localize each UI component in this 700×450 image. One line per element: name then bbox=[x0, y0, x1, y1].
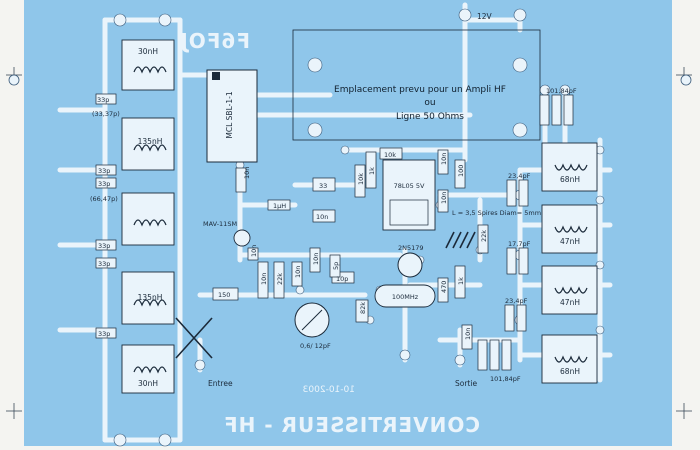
smd-label-11: 10k bbox=[357, 173, 365, 185]
smd-label-19: 1k bbox=[457, 277, 465, 285]
smd-label-3: 33 bbox=[319, 182, 327, 190]
output-label: Sortie bbox=[455, 379, 477, 388]
smd-label-8: 10n bbox=[294, 266, 302, 278]
right-cap-4-label: 23,4pF bbox=[505, 297, 528, 305]
left-inductor-2-label: 135nH bbox=[138, 137, 163, 146]
smd-label-14: 10n bbox=[440, 153, 448, 165]
smd-label-13: 10k bbox=[384, 151, 396, 159]
left-cap-5-label: 33p bbox=[98, 260, 110, 268]
right-inductor-1-label: 68nH bbox=[560, 175, 580, 184]
left-cap-1-value-label: (33,37p) bbox=[92, 110, 120, 118]
left-coil-windings bbox=[133, 66, 167, 374]
right-cap-2-label: 23,4pF bbox=[508, 172, 531, 180]
smd-label-7: 22k bbox=[276, 273, 284, 285]
mixer-package bbox=[206, 69, 258, 163]
mmic-package bbox=[233, 229, 251, 247]
mounting-holes bbox=[8, 74, 692, 86]
trimmer-label: 0,6/ 12pF bbox=[300, 342, 331, 350]
smd-label-21: 10n bbox=[464, 328, 472, 340]
left-inductor-1-label: 30nH bbox=[138, 47, 158, 56]
right-inductor-2-label: 47nH bbox=[560, 237, 580, 246]
left-cap-1-label: 33p bbox=[97, 96, 109, 104]
amplifier-area-line3: Ligne 50 Ohms bbox=[396, 112, 464, 122]
transistor-label: 2N5179 bbox=[398, 244, 424, 252]
supply-label: 12V bbox=[477, 12, 493, 21]
smd-label-2: 1µH bbox=[273, 202, 286, 210]
regulator-label: 78L05 5V bbox=[394, 182, 425, 190]
smd-label-5: 150 bbox=[218, 291, 230, 299]
input-link-crossed bbox=[175, 317, 213, 359]
date-mirrored-group: 10-10-2003 bbox=[303, 385, 355, 395]
transistor-outline bbox=[397, 252, 423, 278]
right-cap-1-label: 101,84pF bbox=[546, 87, 577, 95]
title-mirrored: CONVERTISSEUR - HF bbox=[223, 413, 480, 437]
mmic-label: MAV-11SM bbox=[203, 220, 237, 228]
registration-marks bbox=[6, 67, 692, 419]
left-cap-6-label: 33p bbox=[98, 330, 110, 338]
smd-label-1: 10n bbox=[243, 167, 251, 179]
right-inductor-4-label: 68nH bbox=[560, 367, 580, 376]
regulator-package bbox=[382, 159, 436, 231]
right-inductor-3-label: 47nH bbox=[560, 298, 580, 307]
smd-label-18: 470 bbox=[440, 281, 448, 293]
smd-components bbox=[212, 147, 489, 350]
amplifier-area-line1: Emplacement prevu pour un Ampli HF bbox=[334, 85, 506, 95]
right-cap-5-label: 101,84pF bbox=[490, 375, 521, 383]
amplifier-area-line2: ou bbox=[424, 98, 435, 108]
regulator-tab bbox=[389, 199, 429, 226]
coil-note: L = 3,5 Spires Diam= 5mm / Fil 0,4mm bbox=[452, 209, 579, 217]
mixer-pin1-marker bbox=[212, 72, 220, 80]
date-mirrored: 10-10-2003 bbox=[303, 385, 355, 395]
title-mirrored-group: CONVERTISSEUR - HF bbox=[223, 413, 480, 437]
smd-label-9: 10n bbox=[312, 253, 320, 265]
right-cap-3-label: 17,7pF bbox=[508, 240, 531, 248]
trimmer-slot bbox=[301, 309, 323, 331]
right-filter-capacitors bbox=[477, 94, 574, 371]
left-cap-4-label: 33p bbox=[98, 242, 110, 250]
air-coil bbox=[445, 231, 476, 249]
left-filter-capacitors bbox=[95, 93, 117, 339]
smd-label-12: 1k bbox=[368, 167, 376, 175]
input-label: Entree bbox=[208, 379, 233, 388]
smd-label-4: 10n bbox=[316, 213, 328, 221]
smd-label-16: 10n bbox=[440, 192, 448, 204]
left-inductor-4-label: 135nH bbox=[138, 293, 163, 302]
crystal-package bbox=[374, 284, 436, 308]
mixer-label: MCL SBL-1-1 bbox=[225, 91, 234, 138]
smd-label-15: 100 bbox=[457, 165, 465, 177]
amplifier-area-outline bbox=[292, 29, 541, 141]
smd-label-6: 10n bbox=[260, 273, 268, 285]
right-coil-windings bbox=[554, 163, 588, 363]
smd-label-23: 5p bbox=[332, 262, 340, 270]
callsign-mirrored-group: F6FOJ bbox=[179, 29, 250, 53]
left-cap-3-value-label: (66,47p) bbox=[90, 195, 118, 203]
smd-label-20: 22k bbox=[480, 230, 488, 242]
crystal-label: 100MHz bbox=[392, 293, 419, 301]
smd-label-17: 82k bbox=[359, 302, 367, 314]
left-filter-inductors bbox=[121, 39, 175, 394]
left-cap-2-label: 33p bbox=[98, 167, 110, 175]
smd-label-10: 10p bbox=[336, 275, 348, 283]
smd-label-22: 10n bbox=[250, 245, 258, 257]
left-inductor-5-label: 30nH bbox=[138, 379, 158, 388]
callsign-mirrored: F6FOJ bbox=[179, 29, 250, 53]
left-cap-3-label: 33p bbox=[98, 180, 110, 188]
